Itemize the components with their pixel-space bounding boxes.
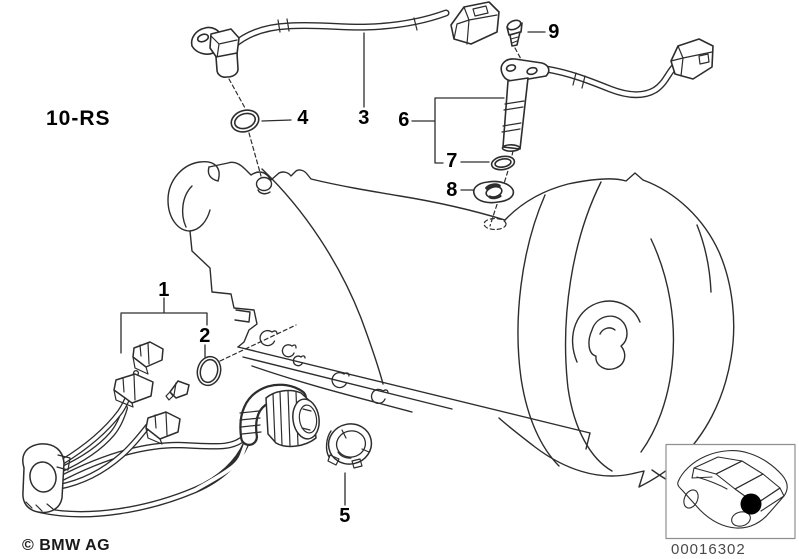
output-sensor-drawing: [472, 19, 714, 204]
connector-cap-5-drawing: [325, 423, 373, 469]
cable-connector-drawing: [450, 1, 500, 45]
pulse-sensor-drawing: [190, 1, 500, 78]
callout-9[interactable]: 9: [548, 21, 560, 43]
screw-9-drawing: [506, 19, 523, 47]
part-location-dot: [740, 493, 762, 515]
o-ring-7-drawing: [490, 155, 516, 171]
case-bolt-details: [259, 329, 389, 405]
o-ring-4-drawing: [230, 109, 260, 133]
o-ring-2-drawing: [196, 355, 222, 387]
copyright-notice: © BMW AG: [22, 537, 111, 554]
seal-8-drawing: [472, 180, 515, 204]
callout-7[interactable]: 7: [446, 150, 458, 172]
harness-stud: [165, 380, 190, 401]
assembly-guide-lines: [219, 47, 523, 362]
harness-connector-a: [132, 341, 164, 375]
callout-4[interactable]: 4: [297, 107, 309, 129]
harness-connector-b: [113, 373, 154, 408]
wiring-harness-drawing: [22, 341, 373, 518]
callout-8[interactable]: 8: [446, 179, 458, 201]
callout-6[interactable]: 6: [398, 109, 410, 131]
car-locator-box: [665, 443, 796, 540]
callout-leader-lines: [120, 31, 546, 506]
cable-connector-2-drawing: [670, 38, 714, 80]
callout-1[interactable]: 1: [158, 279, 170, 301]
section-code: 10-RS: [46, 107, 111, 130]
car-locator-icon: [677, 450, 788, 529]
callout-3[interactable]: 3: [358, 107, 370, 129]
transmission-housing-drawing: [167, 161, 735, 502]
harness-connector-c: [145, 411, 181, 445]
diagram-number: 00016302: [671, 541, 746, 558]
callout-2[interactable]: 2: [199, 325, 211, 347]
harness-grommet-plate: [22, 443, 71, 514]
harness-elbow-connector: [239, 383, 320, 448]
callout-5[interactable]: 5: [339, 505, 351, 527]
